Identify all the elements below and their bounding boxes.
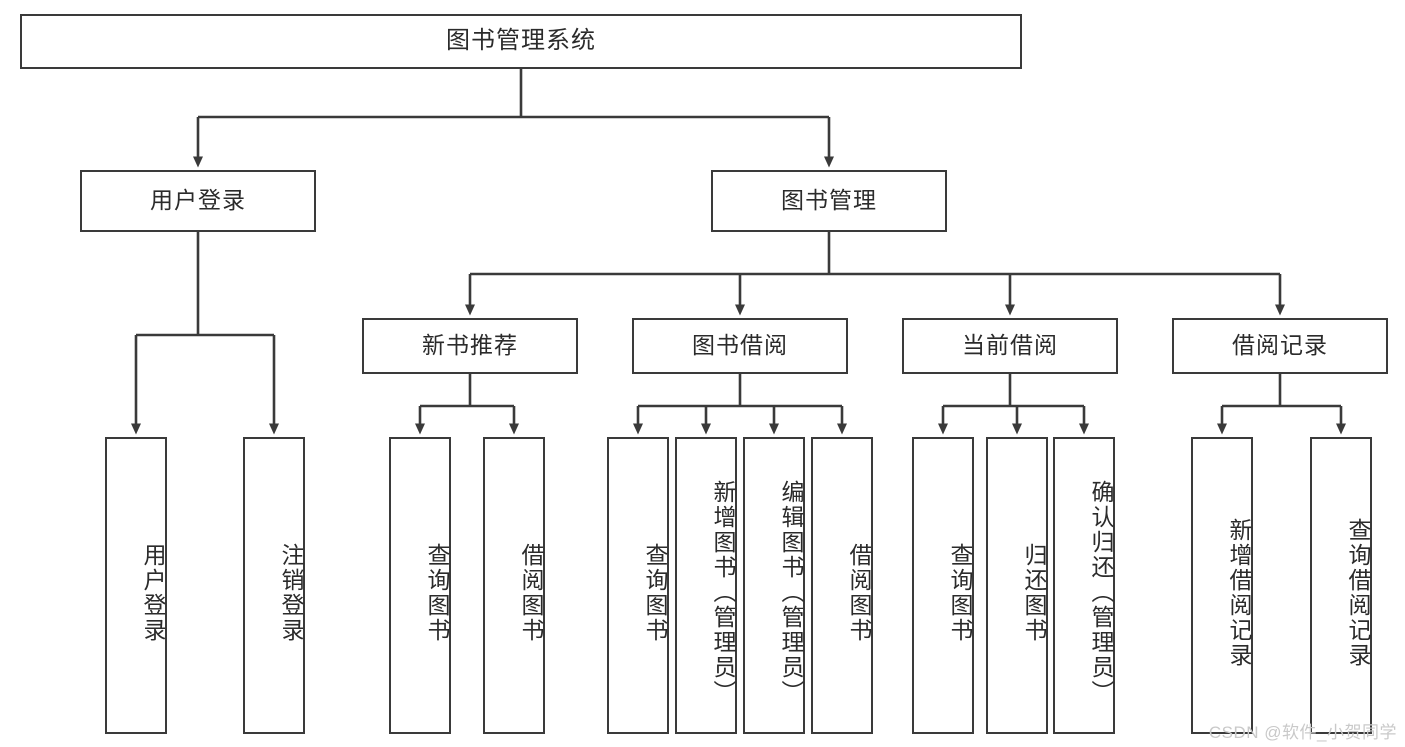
node-book-manage[interactable]: 图书管理 <box>711 170 947 232</box>
node-borrow-record[interactable]: 借阅记录 <box>1172 318 1388 374</box>
node-leaf-add-borrow-record[interactable]: 新增借阅记录 <box>1191 437 1253 734</box>
node-book-borrow-label: 图书借阅 <box>692 332 788 359</box>
node-leaf-add-book[interactable]: 新增图书（管理员） <box>675 437 737 734</box>
node-root-label: 图书管理系统 <box>446 27 596 55</box>
node-book-borrow[interactable]: 图书借阅 <box>632 318 848 374</box>
node-leaf-query-borrow-record-label: 查询借阅记录 <box>1345 517 1371 668</box>
watermark: CSDN @软件_小贺同学 <box>1208 723 1397 742</box>
node-leaf-query-borrow-record[interactable]: 查询借阅记录 <box>1310 437 1372 734</box>
node-leaf-confirm-return-label: 确认归还（管理员） <box>1088 480 1114 705</box>
node-leaf-query-book-3-label: 查询图书 <box>947 542 973 643</box>
node-new-book-recommend[interactable]: 新书推荐 <box>362 318 578 374</box>
node-book-manage-label: 图书管理 <box>781 187 877 214</box>
node-current-borrow-label: 当前借阅 <box>962 332 1058 359</box>
node-leaf-query-book-2-label: 查询图书 <box>642 542 668 643</box>
node-leaf-user-login-label: 用户登录 <box>140 542 166 643</box>
node-leaf-user-logout-label: 注销登录 <box>278 542 304 643</box>
node-current-borrow[interactable]: 当前借阅 <box>902 318 1118 374</box>
node-leaf-add-borrow-record-label: 新增借阅记录 <box>1226 517 1252 668</box>
node-leaf-query-book-3[interactable]: 查询图书 <box>912 437 974 734</box>
node-user-login-label: 用户登录 <box>150 187 246 214</box>
node-new-book-recommend-label: 新书推荐 <box>422 332 518 359</box>
node-leaf-borrow-book-2-label: 借阅图书 <box>846 542 872 643</box>
node-leaf-query-book-1[interactable]: 查询图书 <box>389 437 451 734</box>
node-leaf-return-book[interactable]: 归还图书 <box>986 437 1048 734</box>
node-leaf-edit-book[interactable]: 编辑图书（管理员） <box>743 437 805 734</box>
node-leaf-borrow-book-1-label: 借阅图书 <box>518 542 544 643</box>
node-user-login[interactable]: 用户登录 <box>80 170 316 232</box>
node-root[interactable]: 图书管理系统 <box>20 14 1022 69</box>
node-borrow-record-label: 借阅记录 <box>1232 332 1328 359</box>
node-leaf-confirm-return[interactable]: 确认归还（管理员） <box>1053 437 1115 734</box>
node-leaf-return-book-label: 归还图书 <box>1021 542 1047 643</box>
node-leaf-add-book-label: 新增图书（管理员） <box>710 480 736 705</box>
node-leaf-user-login[interactable]: 用户登录 <box>105 437 167 734</box>
node-leaf-edit-book-label: 编辑图书（管理员） <box>778 480 804 705</box>
node-leaf-borrow-book-2[interactable]: 借阅图书 <box>811 437 873 734</box>
node-leaf-borrow-book-1[interactable]: 借阅图书 <box>483 437 545 734</box>
node-leaf-query-book-1-label: 查询图书 <box>424 542 450 643</box>
node-leaf-user-logout[interactable]: 注销登录 <box>243 437 305 734</box>
node-leaf-query-book-2[interactable]: 查询图书 <box>607 437 669 734</box>
